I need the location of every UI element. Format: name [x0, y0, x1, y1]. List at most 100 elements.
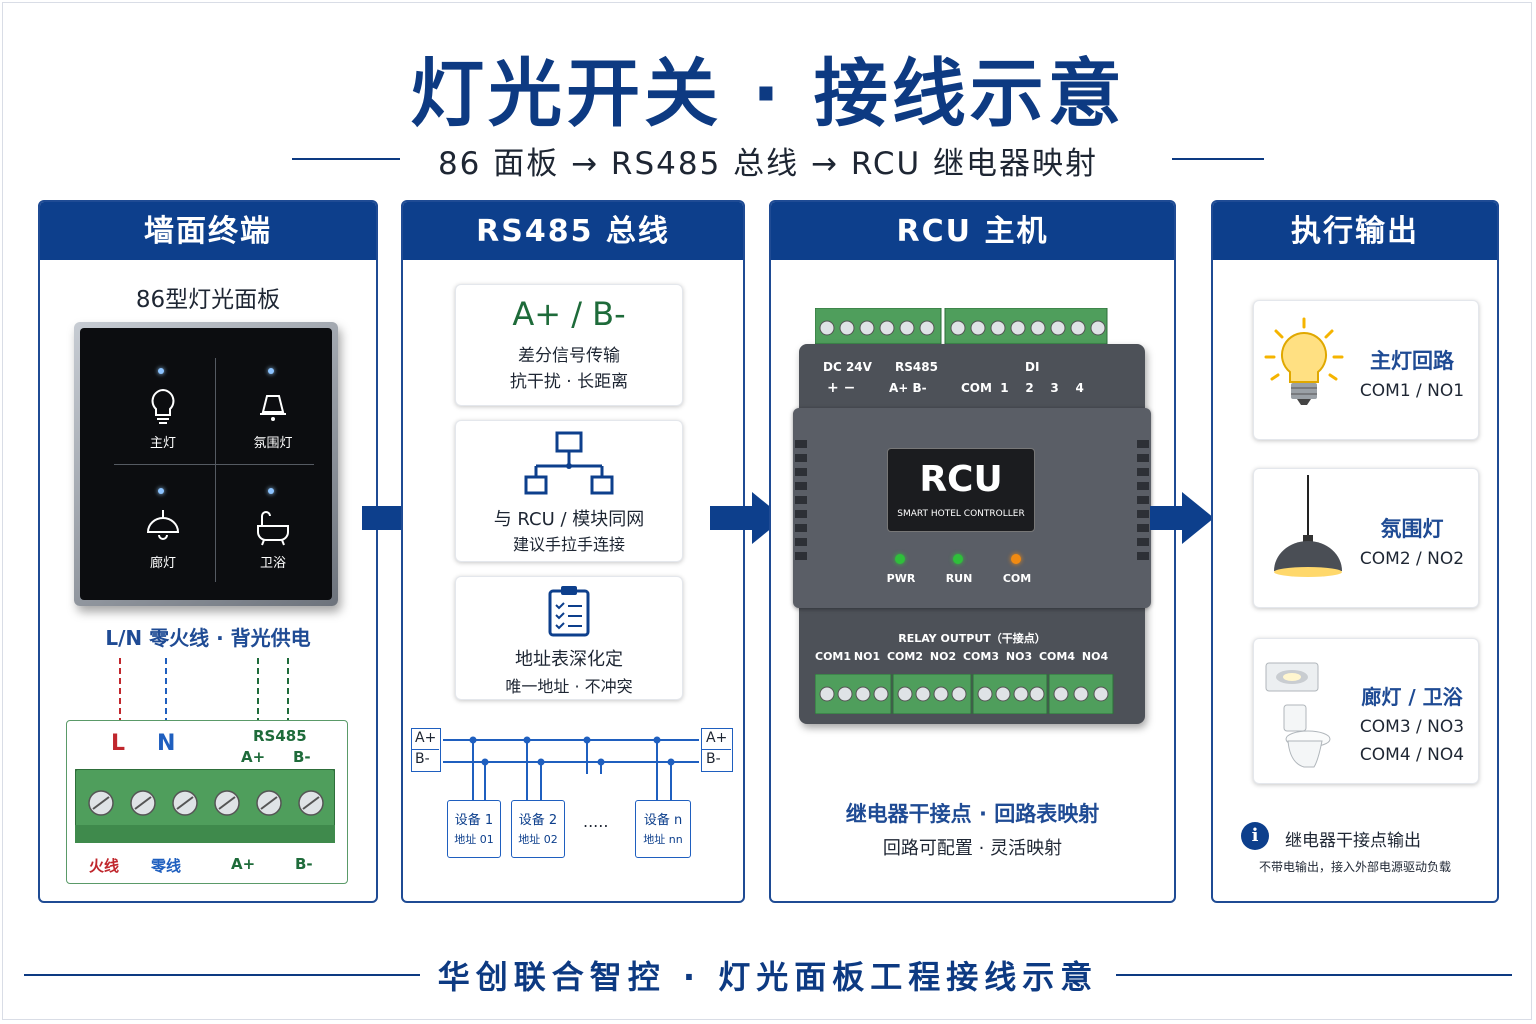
led-pwr: PWR [881, 554, 921, 588]
page-title: 灯光开关 · 接线示意 [410, 51, 1126, 137]
bulb-icon [151, 388, 175, 424]
led-run: RUN [939, 554, 979, 588]
subtitle-rule-right [1172, 158, 1264, 160]
bus-b-right: B- [706, 751, 721, 767]
button-label: 廊灯 [149, 556, 176, 571]
output-card-ambient: 氛围灯 COM2 / NO2 [1253, 468, 1479, 608]
bus-terminal-right: A+ B- [701, 728, 733, 772]
info-title: 继电器干接点输出 [1285, 831, 1421, 851]
footer-rule-right [1116, 974, 1512, 976]
relay-pin: NO1 [853, 650, 881, 663]
rcu-top-terminals [815, 308, 1108, 344]
relay-output-title: RELAY OUTPUT（干接点） [898, 632, 1046, 645]
panel-header: 墙面终端 [40, 202, 376, 260]
info-note: 不带电输出，接入外部电源驱动负载 [1258, 860, 1451, 874]
neutral-label: N [157, 731, 176, 756]
subtitle-rule-left [292, 158, 400, 160]
panel-header: 执行输出 [1213, 202, 1497, 260]
output-name: 氛围灯 [1380, 517, 1444, 541]
panel-header: RS485 总线 [403, 202, 743, 260]
relay-pin: COM4 [1038, 650, 1076, 663]
output-pins: COM2 / NO2 [1359, 549, 1465, 569]
rcu-badge-subtitle: SMART HOTEL CONTROLLER [897, 509, 1025, 519]
b-minus-label: B- [293, 748, 311, 766]
output-name: 主灯回路 [1370, 349, 1454, 373]
subtitle-row: 86 面板 → RS485 总线 → RCU 继电器映射 [0, 138, 1536, 182]
card-line1: 与 RCU / 模块同网 [493, 509, 645, 530]
rcu-rs485-polarity: A+ B- [889, 381, 927, 395]
a-plus-label: A+ [241, 748, 266, 766]
terminal-box: L N RS485 A+ B- 火线 零线 A+ B- [66, 720, 348, 884]
panel-button-main-light[interactable]: 主灯 [128, 366, 198, 456]
panel-button-bathroom[interactable]: 卫浴 [238, 486, 308, 576]
rs485-label: RS485 [253, 727, 307, 745]
relay-pin: NO2 [929, 650, 957, 663]
flow-arrow-2 [710, 492, 784, 544]
device-name: 设备 1 [454, 813, 494, 828]
led-label: RUN [945, 572, 973, 585]
led-indicator [895, 554, 905, 564]
output-pins: COM3 / NO3 [1359, 717, 1465, 737]
button-label: 主灯 [149, 436, 176, 451]
di-label: DI [1025, 360, 1040, 374]
card-title: A+ / B- [512, 295, 626, 333]
light-bulb-icon [1264, 317, 1344, 405]
relay-pin: NO4 [1081, 650, 1109, 663]
ceiling-lamp-icon [146, 510, 180, 540]
card-differential: A+ / B- 差分信号传输 抗干扰 · 长距离 [455, 284, 683, 406]
rcu-relay-terminals [815, 674, 1114, 714]
network-icon [524, 431, 614, 495]
led-indicator [1011, 554, 1021, 564]
led-com: COM [997, 554, 1037, 588]
bus-lines [443, 736, 699, 802]
switch-panel: 主灯 氛围灯 廊灯 [74, 322, 338, 606]
card-line2: 唯一地址 · 不冲突 [505, 677, 633, 696]
device-address: 地址 02 [518, 833, 558, 846]
bus-a-left: A+ [415, 730, 437, 746]
relay-pin: COM1 [815, 650, 852, 663]
panel-wall-terminal: 墙面终端 86型灯光面板 主灯 氛围灯 [38, 200, 378, 903]
panel-button-ambient-light[interactable]: 氛围灯 [238, 366, 308, 456]
di-pins: COM 1 2 3 4 [961, 381, 1084, 395]
output-card-corridor-bath: 廊灯 / 卫浴 COM3 / NO3 COM4 / NO4 [1253, 638, 1479, 784]
device-address: 地址 01 [454, 833, 494, 846]
panel-rcu-host: RCU 主机 DC 24V + − RS485 A+ B- DI COM 1 2… [769, 200, 1176, 903]
footer-text: 华创联合智控 · 灯光面板工程接线示意 [437, 958, 1099, 996]
bus-device-1: 设备 1 地址 01 [447, 800, 501, 858]
subtitle: 86 面板 → RS485 总线 → RCU 继电器映射 [437, 146, 1099, 182]
button-label: 氛围灯 [253, 436, 293, 451]
terminal-bottom-a: A+ [231, 855, 256, 873]
card-network: 与 RCU / 模块同网 建议手拉手连接 [455, 420, 683, 562]
bathtub-icon [257, 511, 289, 546]
button-label: 卫浴 [259, 556, 286, 571]
panel-output: 执行输出 主灯回路 COM1 / NO1 氛围灯 COM2 / NO2 [1211, 200, 1499, 903]
card-line1: 地址表深化定 [515, 649, 623, 670]
terminal-bottom-b: B- [295, 855, 313, 873]
rcu-caption-sub: 回路可配置 · 灵活映射 [882, 838, 1063, 859]
rcu-badge-title: RCU [919, 459, 1003, 500]
card-line1: 差分信号传输 [518, 346, 620, 366]
led-label: PWR [886, 572, 916, 585]
dc-polarity: + − [827, 380, 856, 396]
panel-header: RCU 主机 [771, 202, 1174, 260]
rcu-badge: RCU SMART HOTEL CONTROLLER [887, 448, 1035, 532]
relay-pin: NO3 [1005, 650, 1033, 663]
rcu-device: DC 24V + − RS485 A+ B- DI COM 1 2 3 4 RC… [793, 344, 1151, 724]
relay-pin: COM2 [886, 650, 924, 663]
live-label: L [111, 731, 126, 756]
dc-label: DC 24V [823, 360, 872, 374]
panel-button-corridor-light[interactable]: 廊灯 [128, 486, 198, 576]
terminal-bottom-neutral: 零线 [151, 857, 182, 875]
downlight-icon [1265, 662, 1319, 692]
lamp-icon [260, 395, 286, 421]
bus-device-n: 设备 n 地址 nn [635, 800, 691, 858]
pendant-lamp-icon [1274, 475, 1342, 577]
footer-rule-left [24, 974, 420, 976]
panel-caption: 86型灯光面板 [135, 287, 281, 313]
relay-pin-row: COM1 NO1 COM2 NO2 COM3 NO3 COM4 NO4 [815, 650, 1115, 670]
output-pins-secondary: COM4 / NO4 [1359, 745, 1465, 765]
power-note: L/N 零火线 · 背光供电 [105, 626, 311, 650]
device-address: 地址 nn [643, 833, 683, 846]
rcu-caption: 继电器干接点 · 回路表映射 [845, 802, 1100, 826]
